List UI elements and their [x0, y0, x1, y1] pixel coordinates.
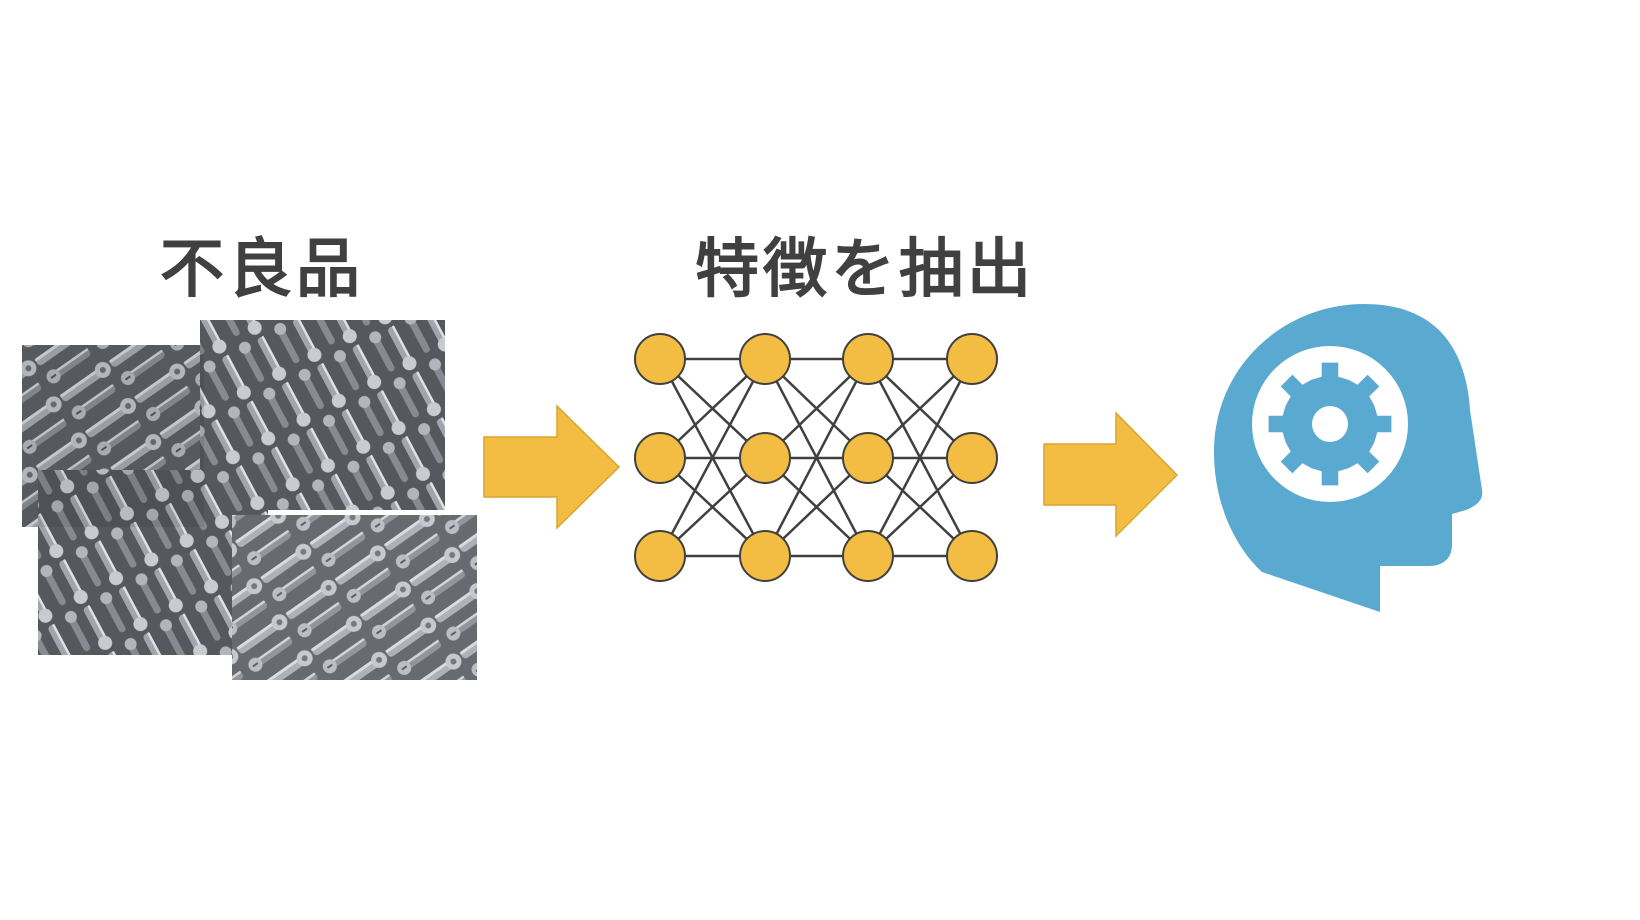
- feature-extraction-label: 特徴を抽出: [695, 233, 1035, 307]
- network-edge: [658, 358, 767, 557]
- defective-label: 不良品: [160, 233, 364, 307]
- arrow-right-icon: [1043, 411, 1179, 538]
- network-node: [634, 530, 686, 582]
- network-node: [946, 530, 998, 582]
- screws-photo: [22, 320, 477, 680]
- network-edge: [866, 358, 974, 557]
- network-node: [739, 333, 791, 385]
- network-node: [739, 432, 791, 484]
- network-node: [634, 333, 686, 385]
- network-node: [634, 432, 686, 484]
- network-node: [946, 432, 998, 484]
- gear-icon: [1268, 362, 1392, 486]
- network-node: [842, 333, 894, 385]
- arrow-right-icon: [483, 404, 621, 530]
- network-node: [739, 530, 791, 582]
- network-node: [946, 333, 998, 385]
- neural-network-icon: [634, 333, 998, 582]
- network-node: [842, 530, 894, 582]
- head-gear-icon: [1214, 304, 1483, 612]
- network-edge: [763, 358, 870, 557]
- network-node: [842, 432, 894, 484]
